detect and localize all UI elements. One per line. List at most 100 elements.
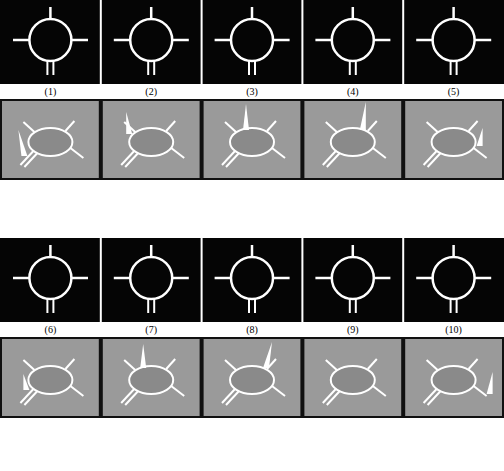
ring-perspective <box>129 128 173 156</box>
spoke <box>267 121 276 131</box>
signal-spike <box>126 112 132 134</box>
spoke <box>171 386 184 396</box>
tick-mark <box>456 299 458 313</box>
panel-band <box>0 0 504 84</box>
ring-perspective <box>331 366 375 394</box>
tick-mark <box>254 61 256 75</box>
panel-number: (8) <box>232 324 272 336</box>
spoke <box>427 122 438 132</box>
tick-mark <box>416 277 432 280</box>
tick-mark <box>13 277 29 280</box>
tick-mark <box>456 61 458 75</box>
ring-symbol <box>29 19 71 61</box>
spoke <box>272 148 285 158</box>
photo-panel <box>405 101 502 178</box>
ring-symbol <box>29 257 71 299</box>
spoke <box>125 391 138 405</box>
spoke <box>469 121 478 131</box>
panel-number: (2) <box>131 86 171 98</box>
tick-mark <box>153 299 155 313</box>
tick-mark <box>114 277 130 280</box>
ring-symbol <box>433 19 475 61</box>
spoke <box>272 386 285 396</box>
photo-panel <box>304 101 401 178</box>
tick-mark <box>374 39 391 42</box>
tick-mark <box>147 61 149 75</box>
panel-number: (5) <box>434 86 474 98</box>
signal-spike <box>360 102 366 130</box>
ring-perspective <box>28 128 72 156</box>
ring-symbol <box>231 257 273 299</box>
photo-panel <box>204 101 301 178</box>
tick-mark <box>52 299 54 313</box>
panel-divider <box>301 238 303 322</box>
panel-number: (4) <box>333 86 373 98</box>
tick-mark <box>13 39 29 42</box>
tick-mark <box>452 245 455 257</box>
spoke <box>23 360 34 370</box>
panel-number: (1) <box>30 86 70 98</box>
tick-mark <box>352 245 355 257</box>
signal-spike <box>487 372 493 394</box>
ring-symbol <box>231 19 273 61</box>
tick-mark <box>215 39 231 42</box>
panel-number: (10) <box>434 324 474 336</box>
tick-mark <box>254 299 256 313</box>
tick-mark <box>355 61 357 75</box>
spoke <box>427 360 438 370</box>
spoke <box>373 386 386 396</box>
panel-divider <box>201 0 203 84</box>
photo-panel <box>103 339 200 416</box>
photo-panel <box>2 339 99 416</box>
spoke <box>326 122 337 132</box>
spoke <box>226 153 239 167</box>
spoke <box>65 359 74 369</box>
ring-symbol <box>130 19 172 61</box>
spoke <box>70 148 83 158</box>
spoke <box>327 391 340 405</box>
panel-divider <box>100 0 102 84</box>
spoke <box>373 148 386 158</box>
signal-spike <box>263 342 272 368</box>
tick-mark <box>352 7 355 19</box>
tick-mark <box>273 39 290 42</box>
tick-mark <box>475 39 492 42</box>
tick-mark <box>349 299 351 313</box>
spoke <box>166 121 175 131</box>
tick-mark <box>273 277 290 280</box>
tick-mark <box>355 299 357 313</box>
spoke <box>166 359 175 369</box>
spoke <box>125 153 138 167</box>
tick-mark <box>248 299 250 313</box>
panel-divider <box>301 0 303 84</box>
tick-mark <box>46 61 48 75</box>
ring-symbol <box>332 19 374 61</box>
tick-mark <box>315 39 331 42</box>
tick-mark <box>150 7 153 19</box>
spoke <box>474 386 487 396</box>
tick-mark <box>450 299 452 313</box>
tick-mark <box>71 39 88 42</box>
ring-perspective <box>432 366 476 394</box>
photo-panel <box>204 339 301 416</box>
panel-number: (3) <box>232 86 272 98</box>
spoke <box>474 148 487 158</box>
spoke <box>368 121 377 131</box>
signal-spike <box>23 374 29 390</box>
panel-divider <box>100 238 102 322</box>
ring-perspective <box>28 366 72 394</box>
tick-mark <box>251 7 254 19</box>
panel-band <box>0 238 504 322</box>
ring-symbol <box>332 257 374 299</box>
tick-mark <box>147 299 149 313</box>
spoke <box>171 148 184 158</box>
tick-mark <box>49 7 52 19</box>
spoke <box>428 153 441 167</box>
panel-divider <box>402 238 404 322</box>
tick-mark <box>49 245 52 257</box>
tick-mark <box>46 299 48 313</box>
tick-mark <box>416 39 432 42</box>
spoke <box>428 391 441 405</box>
signal-spike <box>18 130 27 156</box>
